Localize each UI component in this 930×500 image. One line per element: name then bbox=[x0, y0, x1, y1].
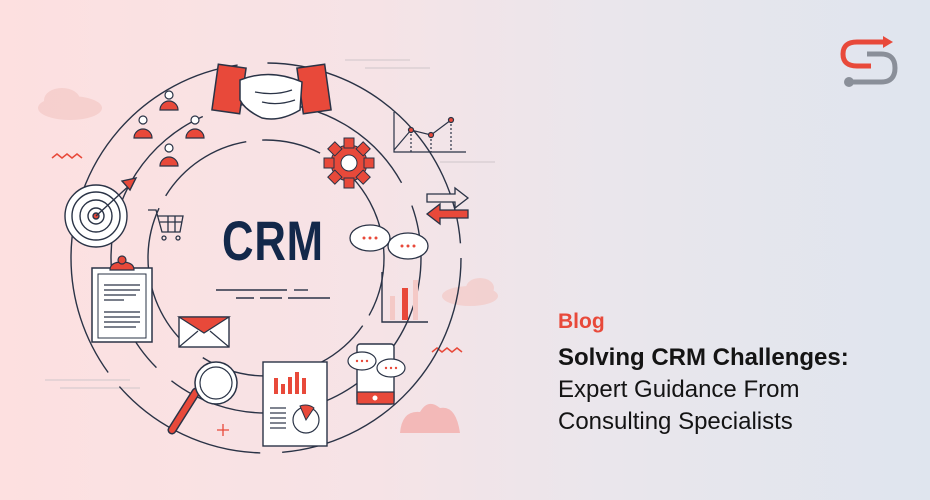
brand-logo[interactable] bbox=[835, 30, 905, 92]
gear-icon bbox=[323, 137, 375, 189]
arrows-exchange-icon bbox=[425, 186, 470, 226]
crm-center-label: CRM bbox=[222, 209, 324, 272]
handshake-icon bbox=[211, 63, 332, 120]
magnifier-icon bbox=[167, 361, 238, 435]
shopping-cart-icon bbox=[148, 209, 184, 241]
s-arrow-logo-icon bbox=[840, 36, 898, 87]
category-tag[interactable]: Blog bbox=[558, 310, 605, 333]
headline-bold: Solving CRM Challenges: bbox=[558, 344, 849, 371]
chat-bubbles-icon bbox=[349, 224, 429, 260]
headline-line-2: Expert Guidance From bbox=[558, 376, 800, 403]
cloud-decoration-icon bbox=[400, 403, 460, 433]
bar-chart-icon bbox=[381, 272, 428, 323]
clipboard-icon bbox=[91, 255, 153, 343]
people-network-icon bbox=[133, 90, 205, 167]
target-icon bbox=[64, 177, 138, 248]
hero-text: Blog Solving CRM Challenges: Expert Guid… bbox=[558, 310, 849, 438]
envelope-icon bbox=[176, 316, 232, 348]
report-icon bbox=[262, 361, 328, 447]
mobile-chat-icon bbox=[347, 343, 406, 405]
line-chart-icon bbox=[393, 112, 466, 153]
headline-line-3: Consulting Specialists bbox=[558, 408, 793, 435]
